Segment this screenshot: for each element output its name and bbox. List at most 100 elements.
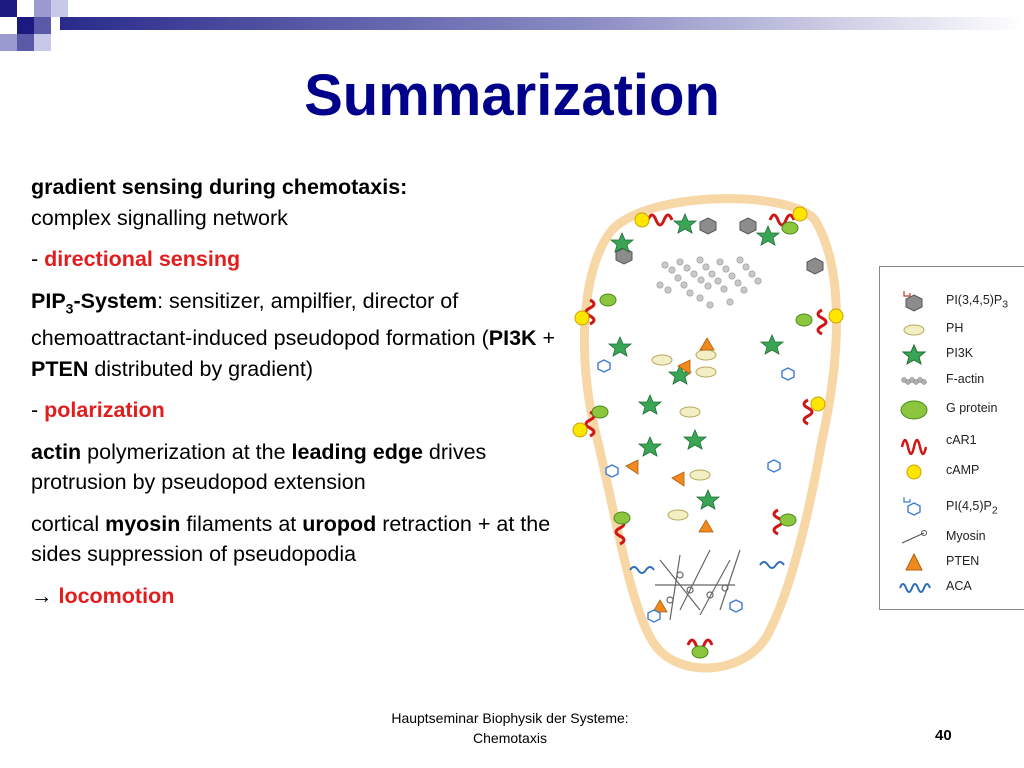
legend-item-pten: PTEN [880,550,1024,576]
pten-term: PTEN [31,356,89,381]
pip3-hexagon-icon [739,217,757,235]
slide-title: Summarization [304,63,720,128]
header-gradient-bar [60,17,1024,30]
header-square [34,17,51,34]
polarization-heading: polarization [44,398,165,423]
directional-sensing-heading: directional sensing [44,247,241,271]
cell-membrane [579,194,841,673]
car1-receptor-icon [900,438,928,455]
ph-ellipse-icon [903,324,925,336]
receptor-complex [768,206,808,235]
leading-edge-term: leading edge [291,439,423,464]
legend-label: cAMP [946,463,980,477]
ph-ellipse-icon [651,349,717,521]
aca-coil-icon [629,561,785,574]
myosin-filaments [655,549,741,621]
pi3k-star-icon [901,343,927,366]
section-directional-sensing: - directional sensing [31,244,571,275]
header-square [17,17,34,34]
pip3-hexagon-icon [615,247,633,265]
header-square [0,0,17,17]
locomotion-line: → locomotion [31,581,571,612]
legend-label-sub: 3 [1002,299,1009,311]
legend-item-g-protein: G protein [880,397,1024,423]
pip-subscript: 3 [65,299,74,316]
intro-text: complex signalling network [31,205,288,230]
arrow-icon: → [31,583,53,608]
pip-system-paragraph: PIP3-System: sensitizer, ampilfier, dire… [31,286,571,385]
header-square [34,34,51,51]
legend-label: G protein [946,401,998,415]
myosin-term: myosin [105,511,181,536]
legend-item-f-actin: F-actin [880,368,1024,394]
actin-term: actin [31,439,82,464]
locomotion-heading: locomotion [58,583,175,608]
legend-item-car1: cAR1 [880,429,1024,455]
myosin-end-text: retraction + at the sides suppression of… [31,511,551,567]
uropod-term: uropod [302,511,377,536]
legend-label: PI(4,5)P [946,499,992,513]
actin-paragraph: actin polymerization at the leading edge… [31,437,571,498]
receptor-complex [686,638,714,659]
header-square [0,34,17,51]
legend-item-camp: cAMP [880,459,1024,485]
cell-diagram [572,194,844,673]
legend-label-sub: 2 [991,505,998,517]
pip2-hexagon-icon [597,359,795,623]
header-square [34,0,51,17]
slide-body: gradient sensing during chemotaxis: comp… [31,172,571,622]
actin-mid-text: polymerization at the [81,439,292,464]
receptor-complex [634,212,674,228]
legend-label: PTEN [946,554,980,568]
f-actin-icon [901,377,927,385]
myosin-paragraph: cortical myosin filaments at uropod retr… [31,509,571,570]
receptor-complex [795,308,844,336]
g-protein-icon [900,400,928,420]
aca-coil-icon [899,583,931,593]
pi3k-term: PI3K [488,326,537,351]
intro-heading: gradient sensing during chemotaxis: [31,175,408,199]
bullet-dash: - [31,247,39,271]
pi3k-star-icon [607,212,785,510]
pten-triangle-icon [625,337,715,613]
cortical-text: cortical [31,511,106,536]
legend-item-pip2: PI(4,5)P2 [880,495,1024,521]
plus-sign: + [536,326,556,351]
legend-item-pip3: PI(3,4,5)P3 [880,289,1024,315]
footer-line2: Chemotaxis [473,730,547,746]
pten-triangle-icon [905,552,923,571]
legend-label: cAR1 [946,433,977,447]
header-decoration [0,0,1024,51]
legend-label: PH [946,321,964,335]
pip3-hexagon-icon [903,291,923,312]
legend-label: ACA [946,579,972,593]
receptor-complex [772,508,797,536]
pip-system-label: -System [73,288,158,313]
legend-label: PI(3,4,5)P [946,293,1003,307]
myosin-icon [901,530,927,544]
f-actin-network [656,256,762,309]
receptor-complex [802,396,826,426]
myosin-mid-text: filaments at [180,511,303,536]
receptor-complex [572,405,609,438]
receptor-complex [574,293,617,326]
pip-label: PIP [31,288,66,313]
legend-item-aca: ACA [880,575,1024,601]
pip3-hexagon-icon [806,257,824,275]
pip-end-text: distributed by gradient) [88,356,314,381]
intro-paragraph: gradient sensing during chemotaxis: comp… [31,172,571,233]
legend-box: PI(3,4,5)P3 PH PI3K F-actin G protein cA… [879,266,1024,610]
pip-description: : sensitizer, ampilfier, director of che… [31,288,489,351]
footer-line1: Hauptseminar Biophysik der Systeme: [391,710,629,726]
header-square [17,34,34,51]
legend-item-ph: PH [880,317,1024,343]
actin-end-text: drives protrusion by pseudopod extension [31,439,487,495]
legend-label: PI3K [946,346,974,360]
pip2-hexagon-icon [903,497,921,516]
header-square [51,0,68,17]
page-number: 40 [935,727,952,744]
legend-item-myosin: Myosin [880,525,1024,551]
section-polarization: - polarization [31,395,571,426]
bullet-dash: - [31,398,39,423]
receptor-complex [613,511,631,546]
